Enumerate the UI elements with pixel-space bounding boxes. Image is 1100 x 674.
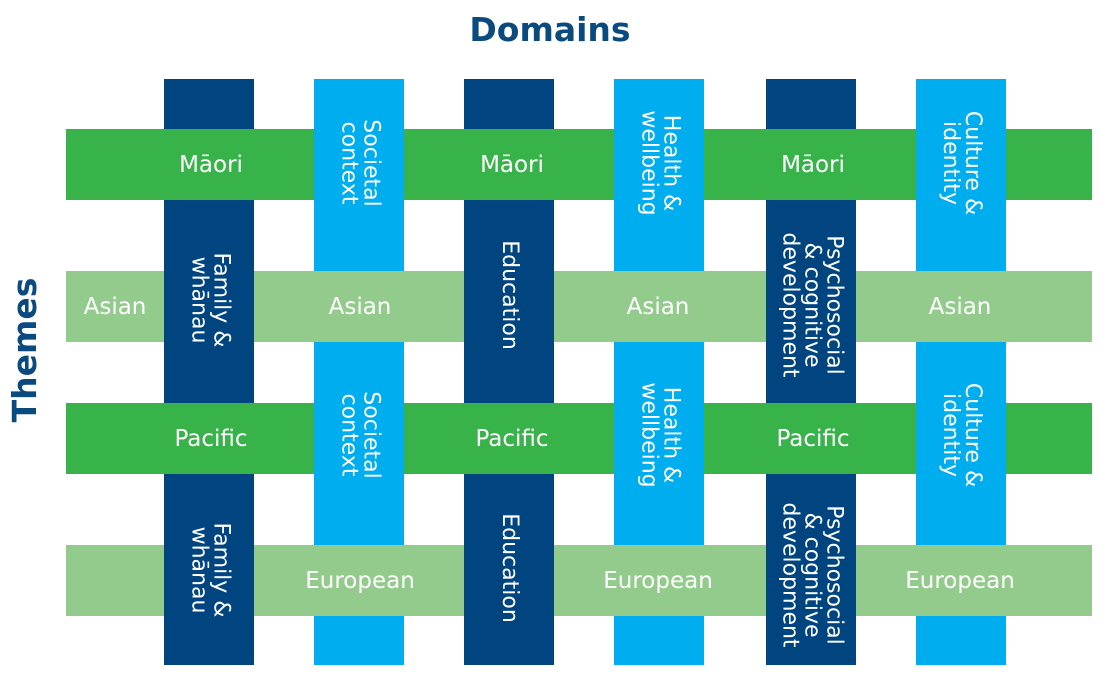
domain-label: Family &whānau (185, 522, 233, 618)
domain-label-line: development (777, 232, 803, 378)
domain-label: Education (496, 240, 522, 350)
domain-label-line: context (336, 121, 362, 205)
domain-label-line: & cognitive (799, 242, 825, 368)
domain-label-line: Education (496, 240, 522, 350)
theme-label: Pacific (174, 425, 248, 452)
domain-overlap (314, 129, 404, 200)
domain-overlap (916, 129, 1006, 200)
domain-label: Family &whānau (185, 252, 233, 348)
theme-label: European (603, 567, 713, 594)
theme-label: Pacific (776, 425, 850, 452)
theme-label: Asian (83, 293, 147, 320)
domain-overlap (464, 271, 554, 342)
domain-label: Culture &identity (938, 382, 986, 488)
domain-label-line: Psychosocial (821, 505, 847, 645)
domain-overlap (164, 271, 254, 342)
domain-label-line: whānau (185, 256, 211, 344)
theme-label: Pacific (475, 425, 549, 452)
domain-label-line: Health & (658, 114, 684, 212)
domains-title: Domains (469, 10, 631, 49)
theme-label: Asian (626, 293, 690, 320)
domain-overlap (766, 545, 856, 616)
domain-label-line: development (777, 502, 803, 648)
domain-label-line: wellbeing (636, 110, 662, 216)
domain-label: Culture &identity (938, 110, 986, 216)
domain-label-line: whānau (185, 526, 211, 614)
domain-label-line: identity (938, 121, 964, 205)
domain-label-line: Health & (658, 386, 684, 484)
domain-label-line: identity (938, 393, 964, 477)
domain-label: Education (496, 513, 522, 623)
domain-label-line: Societal (358, 391, 384, 479)
domain-label-line: Psychosocial (821, 235, 847, 375)
theme-label: European (305, 567, 415, 594)
theme-label: Māori (480, 151, 544, 178)
theme-label: European (905, 567, 1015, 594)
theme-label: Māori (179, 151, 243, 178)
domain-label-line: Education (496, 513, 522, 623)
theme-label: Māori (781, 151, 845, 178)
domain-label-line: Societal (358, 119, 384, 207)
domain-label-line: Culture & (960, 382, 986, 488)
domain-label-line: Culture & (960, 110, 986, 216)
domain-label-line: & cognitive (799, 512, 825, 638)
domain-overlap (314, 403, 404, 474)
theme-label: Asian (928, 293, 992, 320)
domain-label: Health &wellbeing (636, 110, 684, 216)
theme-label: Asian (328, 293, 392, 320)
domain-overlap (614, 129, 704, 200)
domain-overlap (464, 545, 554, 616)
domain-label-line: context (336, 393, 362, 477)
domain-label: Health &wellbeing (636, 382, 684, 488)
domain-label-line: Family & (207, 522, 233, 618)
domain-label-line: wellbeing (636, 382, 662, 488)
themes-title: Themes (5, 277, 44, 423)
domain-overlap (614, 403, 704, 474)
domain-label-line: Family & (207, 252, 233, 348)
domain-overlap (916, 403, 1006, 474)
domain-overlap (766, 271, 856, 342)
domain-overlap (164, 545, 254, 616)
